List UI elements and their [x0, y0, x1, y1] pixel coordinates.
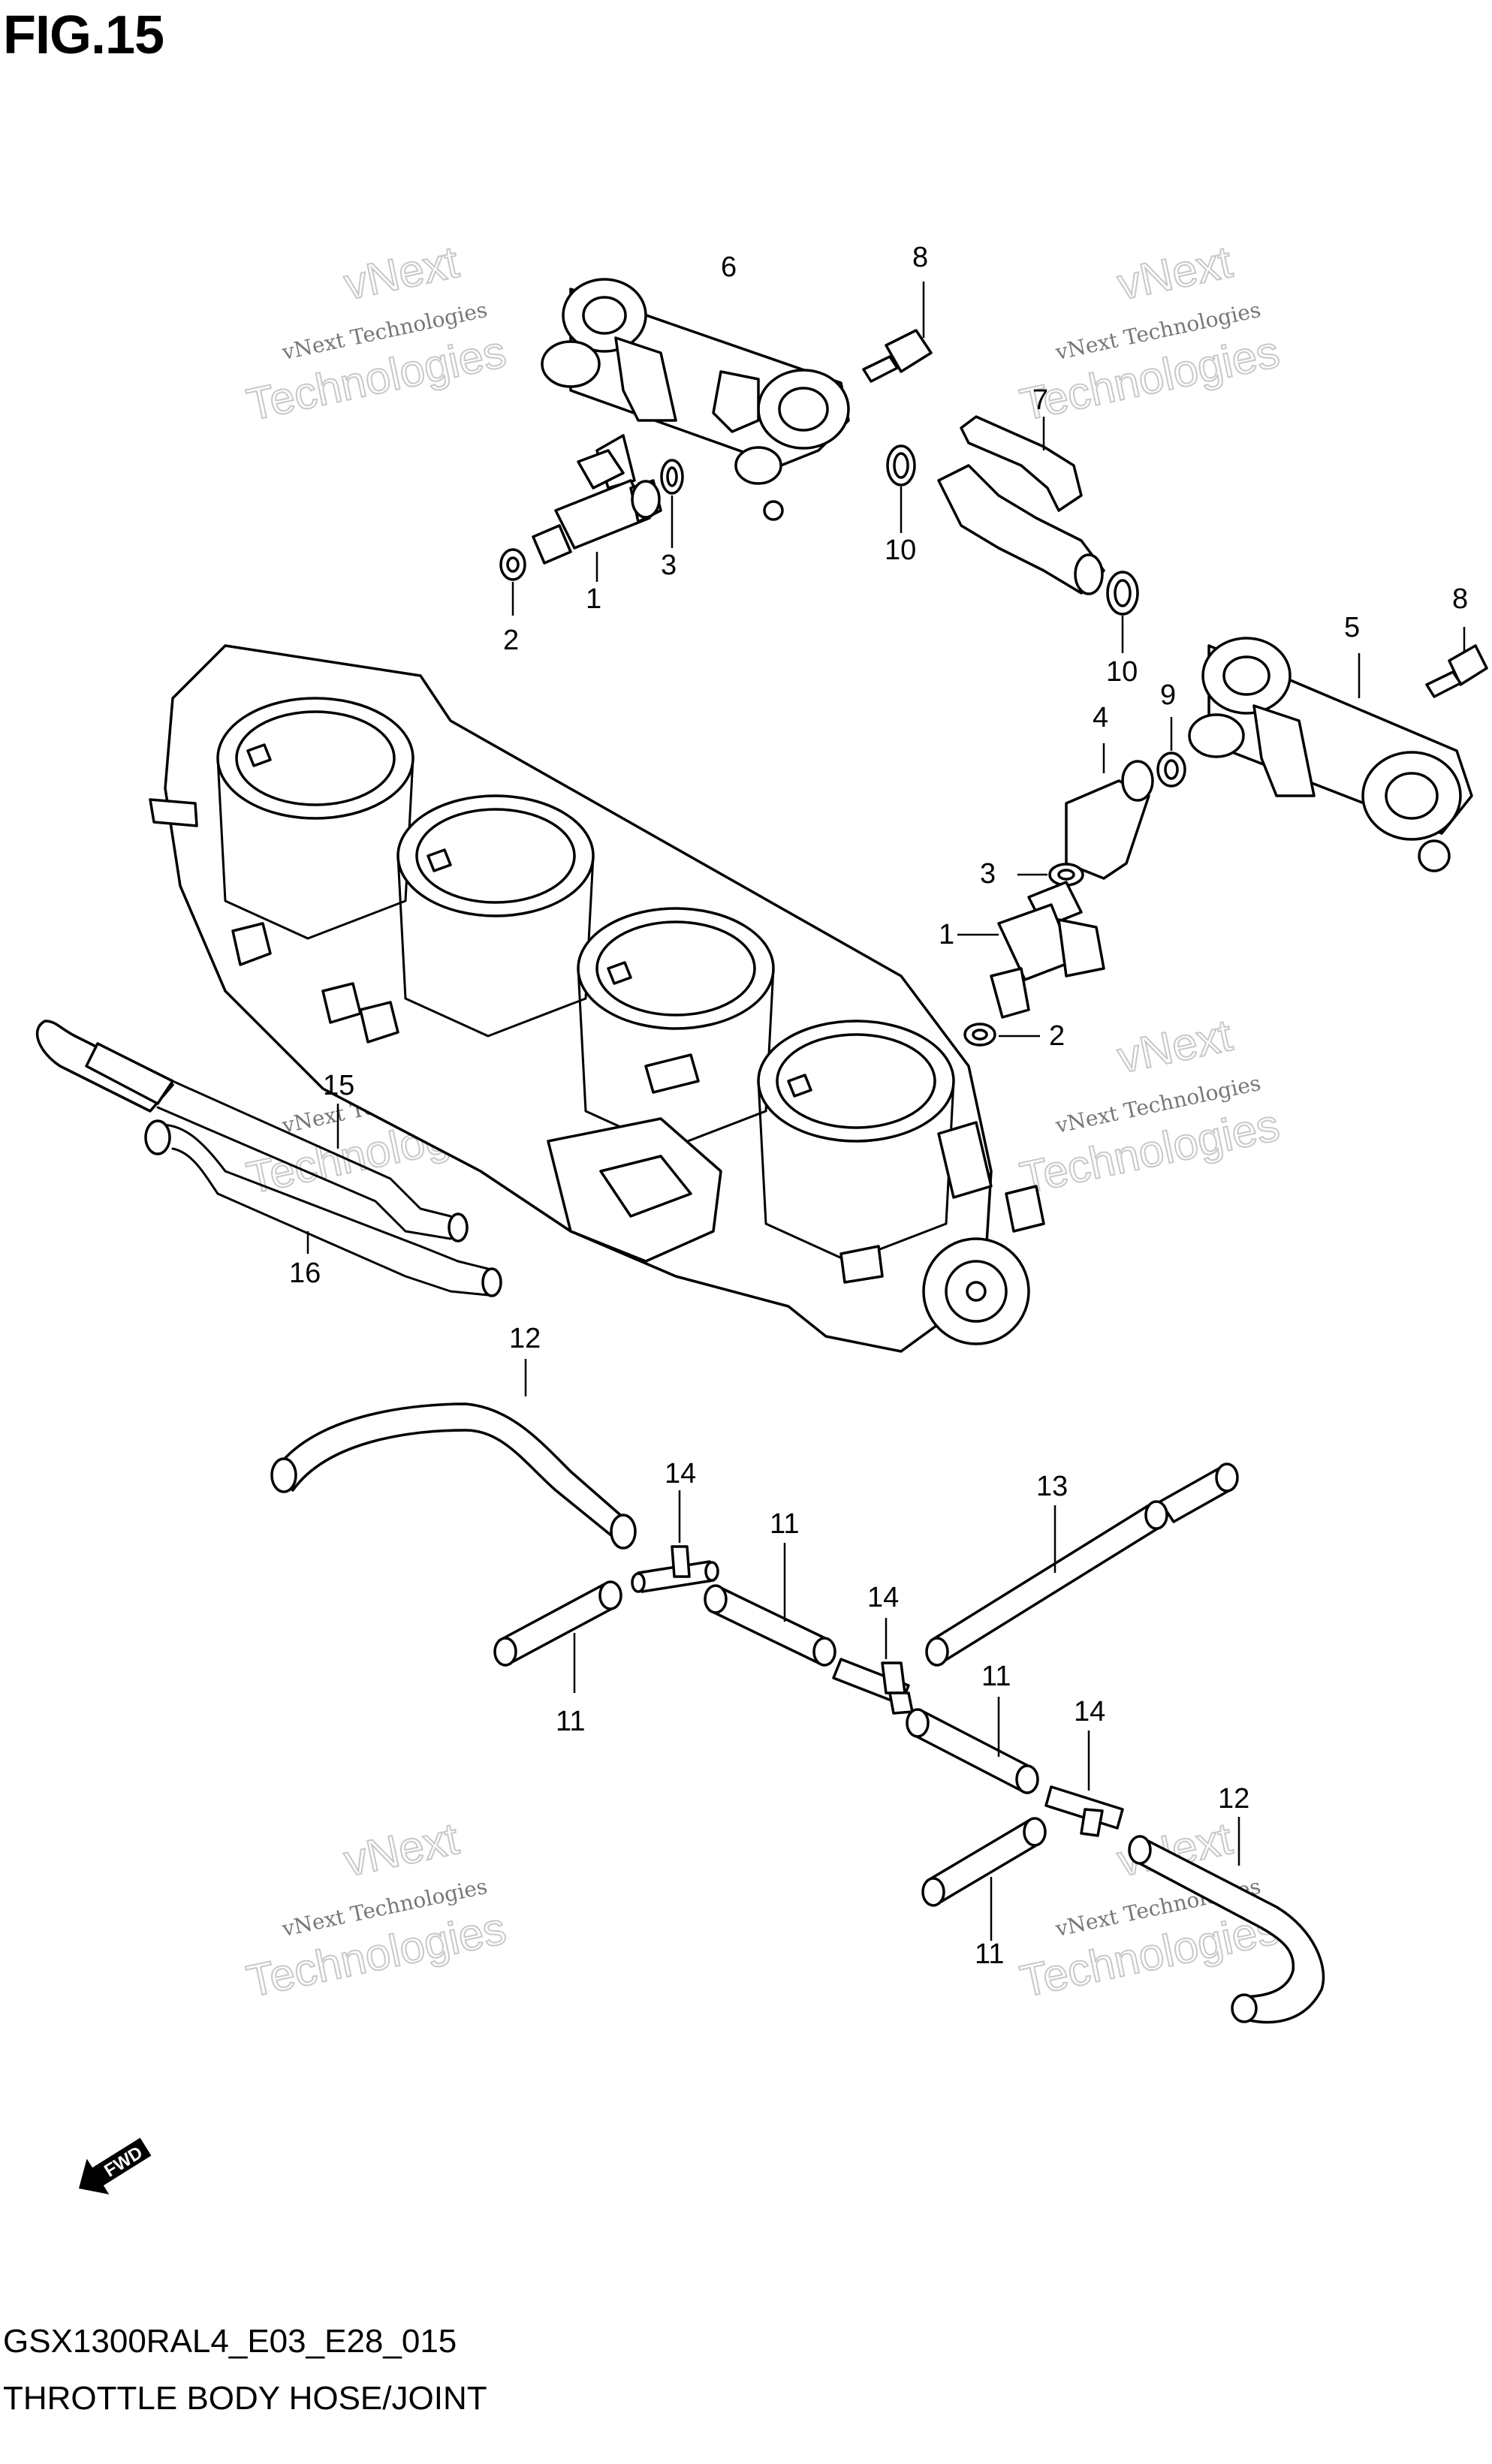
- injector-cap: [1065, 743, 1154, 880]
- callout-11-d: 11: [975, 1938, 1004, 1970]
- o-ring-lower: [1017, 863, 1084, 887]
- callout-5: 5: [1344, 612, 1360, 643]
- vacuum-hose-16: [144, 1119, 502, 1297]
- hose-11-a: [493, 1580, 622, 1693]
- callout-2-lower: 2: [1049, 1020, 1065, 1052]
- throttle-body-assembly: [149, 644, 1045, 1353]
- hose-11-d: [921, 1817, 1047, 1941]
- callout-7: 7: [1032, 384, 1048, 416]
- callout-13: 13: [1036, 1471, 1068, 1502]
- watermark-mid-right: vNext Technologies vNext Technologies: [1015, 1009, 1285, 1204]
- watermark-top-left: vNext Technologies vNext Technologies: [242, 236, 511, 431]
- callout-11-b: 11: [770, 1508, 799, 1540]
- forward-arrow-icon: FWD: [79, 2137, 152, 2194]
- callout-11-a: 11: [556, 1706, 585, 1737]
- callout-2-upper: 2: [503, 625, 519, 656]
- diagram-caption: THROTTLE BODY HOSE/JOINT: [3, 2380, 487, 2417]
- callout-10-upper: 10: [885, 535, 916, 566]
- washer-lower: [963, 1023, 1040, 1047]
- callout-8-lower: 8: [1452, 583, 1468, 615]
- callout-14-a: 14: [665, 1458, 696, 1490]
- hose-11-c: [906, 1697, 1039, 1794]
- t-joint-a: [631, 1490, 719, 1593]
- o-ring-10-a: [886, 444, 916, 533]
- fuel-delivery-pipe-upper: [541, 278, 850, 521]
- callout-1-upper: 1: [586, 583, 601, 615]
- hose-11-b: [704, 1543, 836, 1667]
- svg-text:vNext: vNext: [339, 236, 463, 309]
- o-ring-upper: [660, 459, 684, 548]
- svg-text:vNext: vNext: [1113, 236, 1236, 309]
- callout-3-lower: 3: [980, 858, 996, 890]
- o-ring-10-b: [1106, 571, 1139, 653]
- bolt-upper: [862, 282, 933, 383]
- callout-9: 9: [1160, 679, 1176, 711]
- fuel-pipe-connector: [937, 415, 1105, 595]
- callout-10-lower: 10: [1106, 656, 1138, 688]
- callout-8-upper: 8: [912, 242, 928, 273]
- hose-13: [925, 1462, 1239, 1667]
- callout-3-upper: 3: [661, 550, 677, 581]
- callout-14-b: 14: [867, 1582, 899, 1613]
- fuel-delivery-pipe-lower: [1188, 637, 1473, 872]
- bolt-lower: [1425, 627, 1488, 698]
- callout-4: 4: [1093, 702, 1108, 733]
- callout-14-c: 14: [1074, 1696, 1105, 1728]
- callout-labels: 6 8 7 3 10 1 2 10 5 8 9 4 3 1 2 15 16 12…: [289, 242, 1468, 1970]
- callout-15: 15: [323, 1070, 354, 1101]
- callout-11-c: 11: [981, 1661, 1011, 1692]
- callout-12-upper: 12: [509, 1323, 541, 1354]
- svg-text:vNext: vNext: [339, 1813, 463, 1886]
- washer-upper: [499, 548, 526, 616]
- diagram-code: GSX1300RAL4_E03_E28_015: [3, 2323, 457, 2360]
- fuel-injector-upper: [532, 434, 662, 582]
- seal-washer: [1156, 717, 1186, 788]
- watermark-bottom-left: vNext Technologies vNext Technologies: [242, 1812, 511, 2008]
- callout-16: 16: [289, 1258, 321, 1289]
- svg-text:vNext: vNext: [1113, 1010, 1236, 1083]
- t-joint-b: [832, 1618, 914, 1715]
- callout-6: 6: [721, 252, 737, 283]
- fuel-injector-lower: [957, 881, 1105, 1019]
- figure-title: FIG.15: [3, 5, 164, 65]
- hose-12-upper: [270, 1359, 637, 1550]
- hose-12-lower: [1128, 1817, 1325, 2024]
- vacuum-hose-15: [36, 1020, 469, 1243]
- callout-1-lower: 1: [939, 919, 954, 950]
- callout-12-lower: 12: [1218, 1783, 1249, 1815]
- t-joint-c: [1044, 1731, 1124, 1837]
